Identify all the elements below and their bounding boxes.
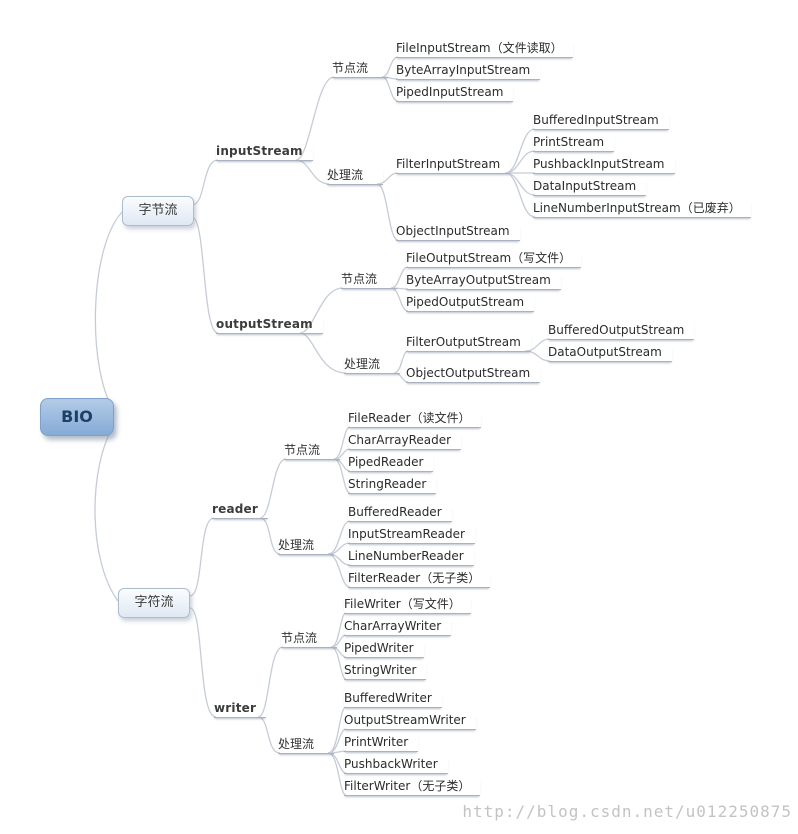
connector (524, 350, 551, 362)
node-filter-writer[interactable]: FilterWriter（无子类） (344, 779, 481, 796)
connector (257, 716, 281, 754)
connector (376, 172, 399, 185)
node-piped-writer[interactable]: PipedWriter (344, 641, 424, 658)
node-file-output-stream[interactable]: FileOutputStream（写文件） (406, 251, 582, 268)
connector (504, 128, 536, 174)
node-filter-input-stream[interactable]: FilterInputStream (396, 157, 511, 174)
node-object-input-stream[interactable]: ObjectInputStream (396, 224, 520, 241)
branch-node-byte-stream[interactable]: 字节流 (122, 196, 194, 226)
node-pushback-writer[interactable]: PushbackWriter (344, 757, 448, 774)
node-reader[interactable]: reader (212, 502, 269, 519)
connector (295, 76, 335, 161)
node-data-input-stream[interactable]: DataInputStream (533, 179, 647, 196)
connector (327, 520, 351, 555)
connector (191, 159, 219, 206)
group-label-output-node[interactable]: 节点流 (341, 272, 397, 289)
connector (504, 172, 536, 196)
node-buffered-output-stream[interactable]: BufferedOutputStream (548, 323, 695, 340)
node-output-stream-writer[interactable]: OutputStreamWriter (344, 713, 476, 730)
group-label-writer-process[interactable]: 处理流 (278, 737, 334, 754)
connector (257, 646, 284, 718)
branch-node-char-stream[interactable]: 字符流 (118, 588, 190, 618)
node-file-input-stream[interactable]: FileInputStream（文件读取） (396, 41, 573, 58)
group-label-input-process[interactable]: 处理流 (327, 168, 383, 185)
node-pushback-input-stream[interactable]: PushbackInputStream (533, 157, 675, 174)
node-print-writer[interactable]: PrintWriter (344, 735, 419, 752)
node-filter-reader[interactable]: FilterReader（无子类） (348, 571, 491, 588)
node-object-output-stream[interactable]: ObjectOutputStream (406, 366, 541, 383)
node-input-stream[interactable]: inputStream (216, 144, 313, 161)
csdn-watermark: http://blog.csdn.net/u012250875 (462, 802, 792, 821)
connector (327, 752, 347, 796)
connector (94, 211, 123, 411)
group-label-output-process[interactable]: 处理流 (344, 357, 400, 374)
node-print-stream[interactable]: PrintStream (533, 135, 615, 152)
connector (376, 183, 399, 241)
node-buffered-writer[interactable]: BufferedWriter (344, 691, 442, 708)
node-file-reader[interactable]: FileReader（读文件） (348, 411, 481, 428)
node-data-output-stream[interactable]: DataOutputStream (548, 345, 672, 362)
connector (259, 458, 287, 519)
node-piped-reader[interactable]: PipedReader (348, 455, 434, 472)
root-node-bio[interactable]: BIO (40, 398, 114, 436)
node-char-array-reader[interactable]: CharArrayReader (348, 433, 462, 450)
connector (259, 517, 281, 555)
node-line-number-reader[interactable]: LineNumberReader (348, 549, 474, 566)
node-byte-array-input-stream[interactable]: ByteArrayInputStream (396, 63, 541, 80)
group-label-writer-node[interactable]: 节点流 (281, 631, 337, 648)
connector (299, 332, 347, 374)
group-label-reader-node[interactable]: 节点流 (284, 443, 340, 460)
node-line-number-input-stream[interactable]: LineNumberInputStream（已废弃） (533, 201, 751, 218)
node-piped-output-stream[interactable]: PipedOutputStream (406, 295, 535, 312)
node-output-stream[interactable]: outputStream (216, 317, 323, 334)
connector (191, 216, 219, 334)
group-label-input-node[interactable]: 节点流 (332, 61, 388, 78)
connector (189, 607, 217, 718)
connector (295, 159, 330, 185)
node-byte-array-output-stream[interactable]: ByteArrayOutputStream (406, 273, 561, 290)
connector (327, 706, 347, 754)
connector (189, 517, 215, 597)
connector (94, 424, 119, 602)
node-filter-output-stream[interactable]: FilterOutputStream (406, 335, 531, 352)
group-label-reader-process[interactable]: 处理流 (278, 538, 334, 555)
connector (299, 287, 344, 334)
node-buffered-input-stream[interactable]: BufferedInputStream (533, 113, 669, 130)
node-string-reader[interactable]: StringReader (348, 477, 437, 494)
connector (504, 172, 536, 218)
node-buffered-reader[interactable]: BufferedReader (348, 505, 452, 522)
node-writer[interactable]: writer (214, 701, 267, 718)
node-char-array-writer[interactable]: CharArrayWriter (344, 619, 452, 636)
node-input-stream-reader[interactable]: InputStreamReader (348, 527, 475, 544)
node-piped-input-stream[interactable]: PipedInputStream (396, 85, 514, 102)
node-string-writer[interactable]: StringWriter (344, 663, 427, 680)
node-file-writer[interactable]: FileWriter（写文件） (344, 597, 471, 614)
